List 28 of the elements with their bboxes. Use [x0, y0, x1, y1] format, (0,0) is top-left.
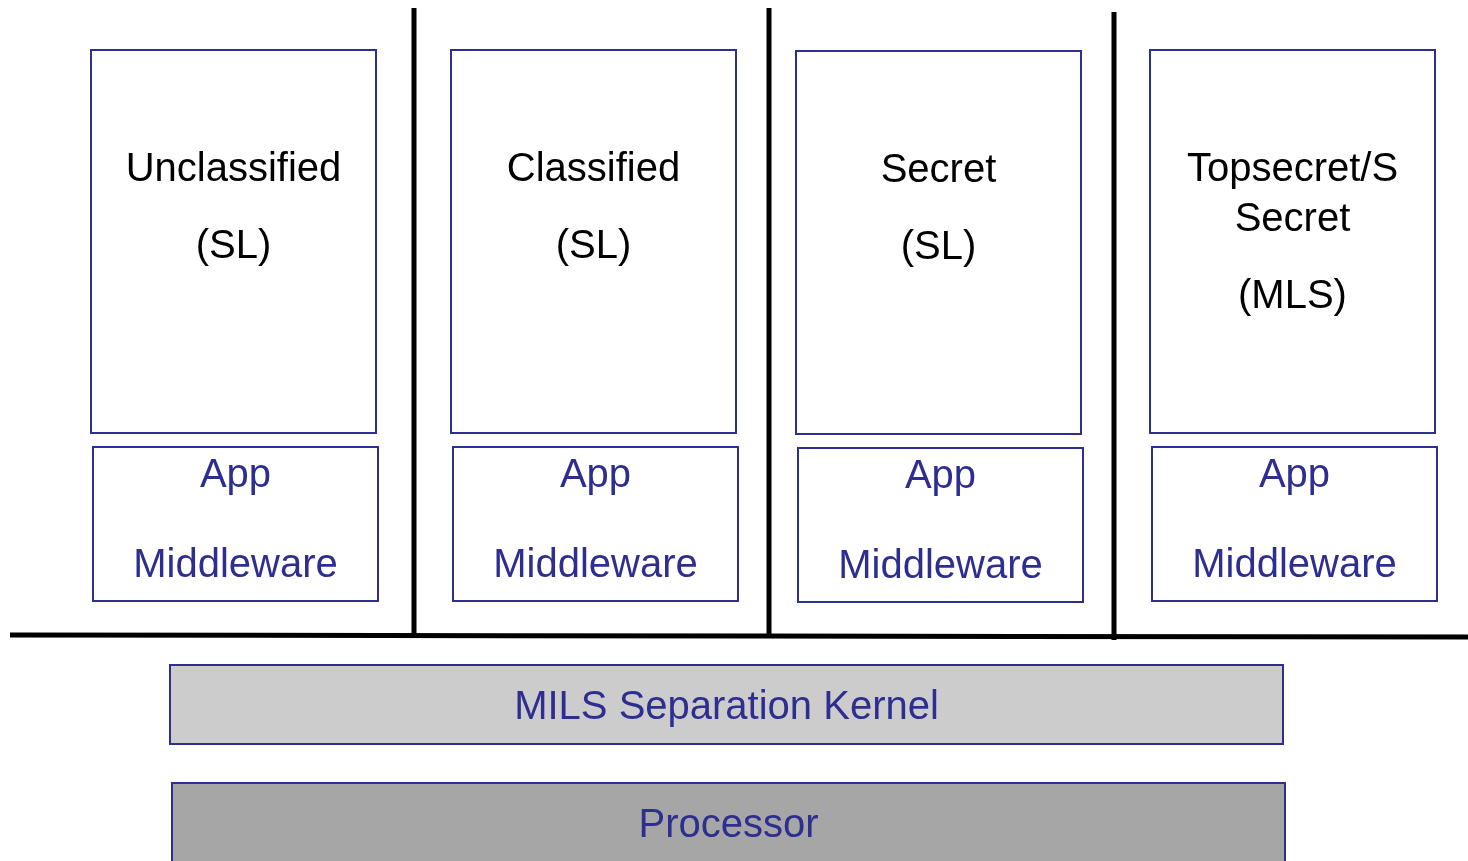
security-level-box: [795, 50, 1082, 435]
layer-bar: [169, 664, 1284, 745]
app-label: App: [1258, 450, 1331, 497]
software-stack-box: [1151, 446, 1438, 602]
layer-label: MILS Separation Kernel: [514, 681, 939, 729]
level-title: Unclassified: [125, 144, 342, 191]
level-tag: (SL): [900, 220, 977, 270]
level-title: Topsecret/S Secret: [1185, 144, 1400, 241]
layer-label: Processor: [638, 800, 819, 847]
security-level-box: [450, 49, 737, 434]
level-tag: (SL): [195, 219, 272, 269]
software-stack-box: [797, 447, 1084, 603]
level-title: Classified: [506, 144, 681, 191]
security-level-box: [90, 49, 377, 434]
middleware-label: Middleware: [1192, 540, 1397, 587]
app-label: App: [904, 451, 977, 498]
level-tag: (SL): [555, 219, 632, 269]
level-tag: (MLS): [1238, 269, 1347, 319]
middleware-label: Middleware: [493, 540, 698, 587]
middleware-label: Middleware: [133, 540, 338, 587]
security-level-box: [1149, 49, 1436, 434]
middleware-label: Middleware: [838, 541, 1043, 588]
app-label: App: [199, 450, 272, 497]
level-title: Secret: [880, 145, 997, 192]
software-stack-box: [92, 446, 379, 602]
layer-bar: [171, 782, 1286, 861]
software-stack-box: [452, 446, 739, 602]
app-label: App: [559, 450, 632, 497]
